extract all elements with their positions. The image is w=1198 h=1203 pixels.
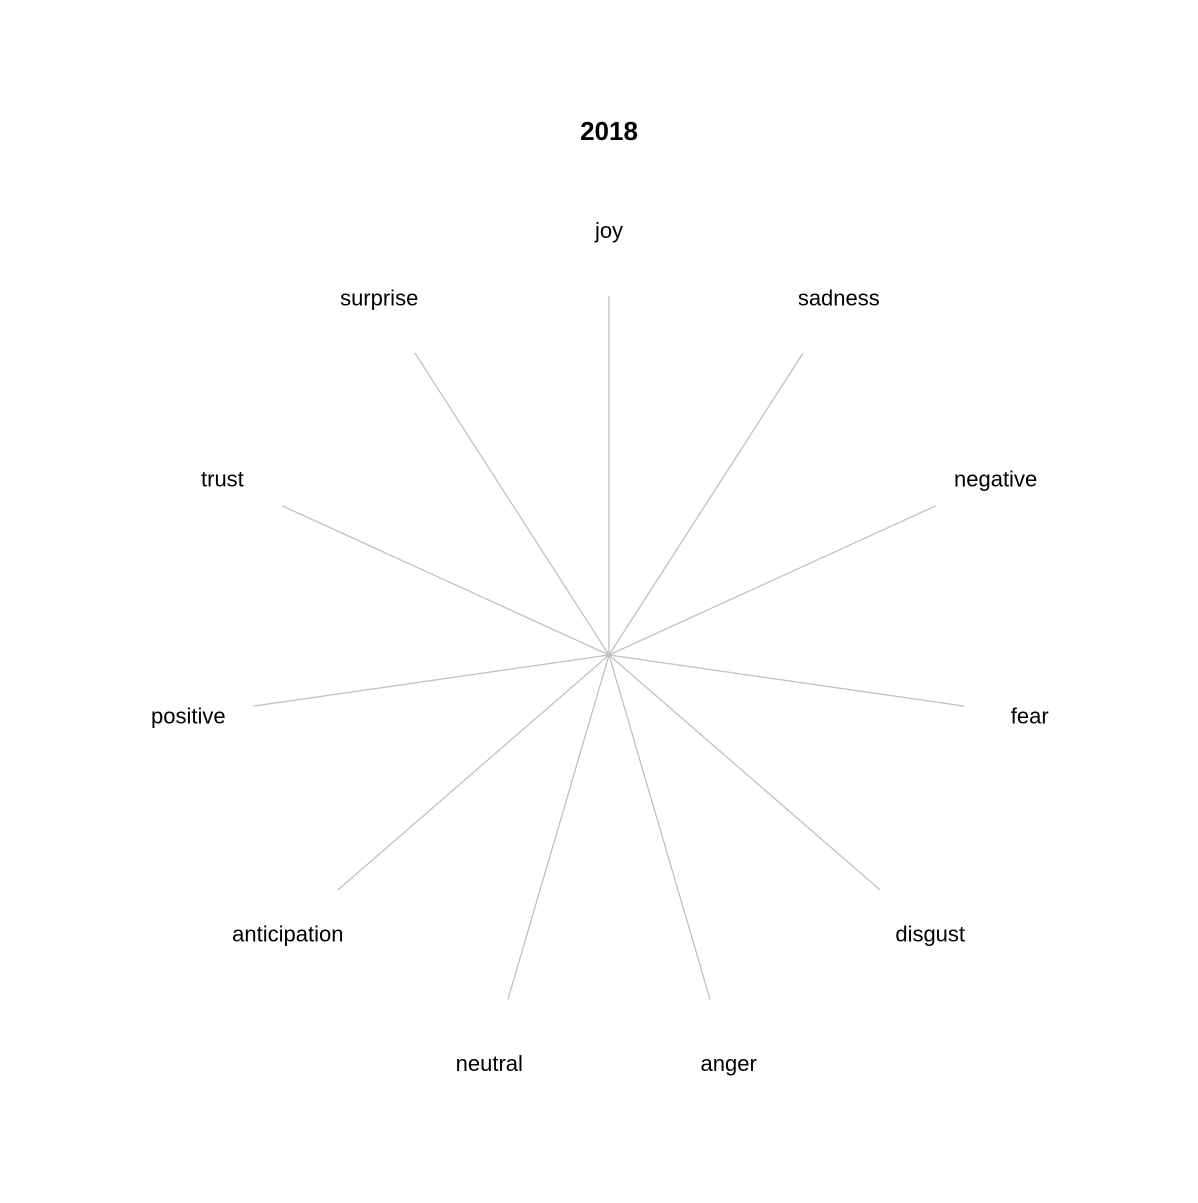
axis-label-negative: negative [954, 466, 1037, 491]
spoke-positive [253, 654, 610, 707]
radar-spokes [253, 296, 965, 1000]
chart-title: 2018 [580, 116, 638, 146]
axis-label-surprise: surprise [340, 286, 418, 311]
axis-label-fear: fear [1011, 704, 1049, 729]
axis-label-disgust: disgust [895, 921, 965, 946]
axis-label-anticipation: anticipation [232, 921, 343, 946]
spoke-anger [608, 654, 711, 1000]
spoke-disgust [608, 654, 881, 891]
axis-label-trust: trust [201, 466, 244, 491]
radar-axis-labels: joy sadness negative fear disgust anger neutra… [151, 218, 1049, 1076]
axis-label-positive: positive [151, 704, 226, 729]
spoke-negative [608, 505, 936, 656]
spoke-sadness [608, 352, 804, 656]
spoke-fear [608, 654, 965, 707]
spoke-surprise [414, 352, 610, 656]
axis-label-neutral: neutral [456, 1051, 523, 1076]
axis-label-joy: joy [594, 218, 623, 243]
spoke-anticipation [337, 654, 610, 891]
axis-label-sadness: sadness [798, 286, 880, 311]
axis-label-anger: anger [701, 1051, 757, 1076]
spoke-neutral [507, 654, 610, 1000]
spoke-trust [282, 505, 610, 656]
